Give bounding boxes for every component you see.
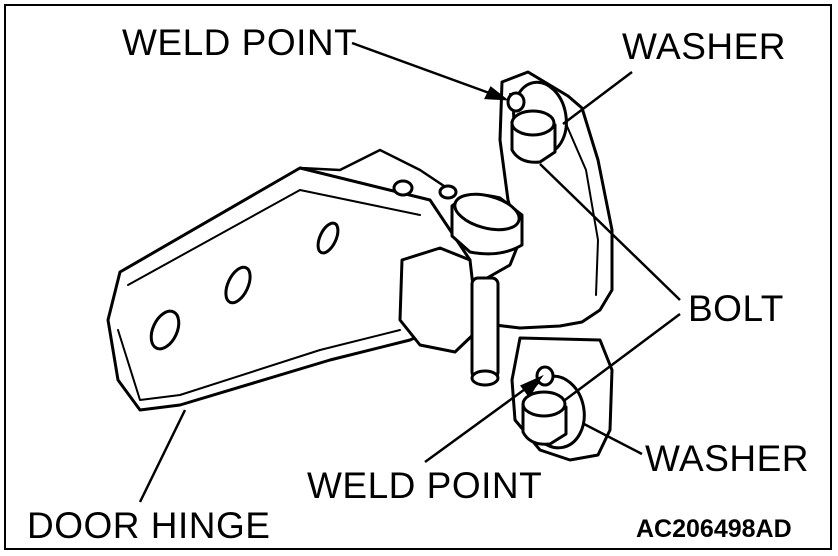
arm-hole (316, 221, 340, 255)
leader-weld-top (351, 41, 493, 96)
bolt-label: BOLT (688, 288, 784, 329)
weld-point-top-mark (506, 91, 526, 113)
arm-hole (149, 309, 181, 351)
washer-bottom-label: WASHER (645, 438, 810, 479)
washer-top-label: WASHER (622, 26, 787, 67)
leader-washer-bottom (583, 422, 643, 456)
weld-point-top-label: WELD POINT (122, 22, 358, 63)
figure-code: AC206498AD (636, 515, 792, 543)
leader-door-hinge (138, 409, 187, 503)
hinge-pin (470, 276, 500, 380)
hinge-knuckle (398, 246, 480, 354)
weld-point-bottom-label: WELD POINT (307, 465, 543, 506)
leader-washer-top (562, 71, 633, 125)
leader-bolt-1 (539, 163, 681, 301)
arm-hole (224, 265, 252, 305)
leader-weld-bottom (424, 382, 533, 464)
leader-bolt-2 (564, 312, 681, 402)
arm-hole (392, 179, 414, 197)
weld-point-bottom-mark (535, 365, 555, 387)
door-hinge-label: DOOR HINGE (27, 505, 271, 546)
arm-hole (438, 184, 458, 200)
